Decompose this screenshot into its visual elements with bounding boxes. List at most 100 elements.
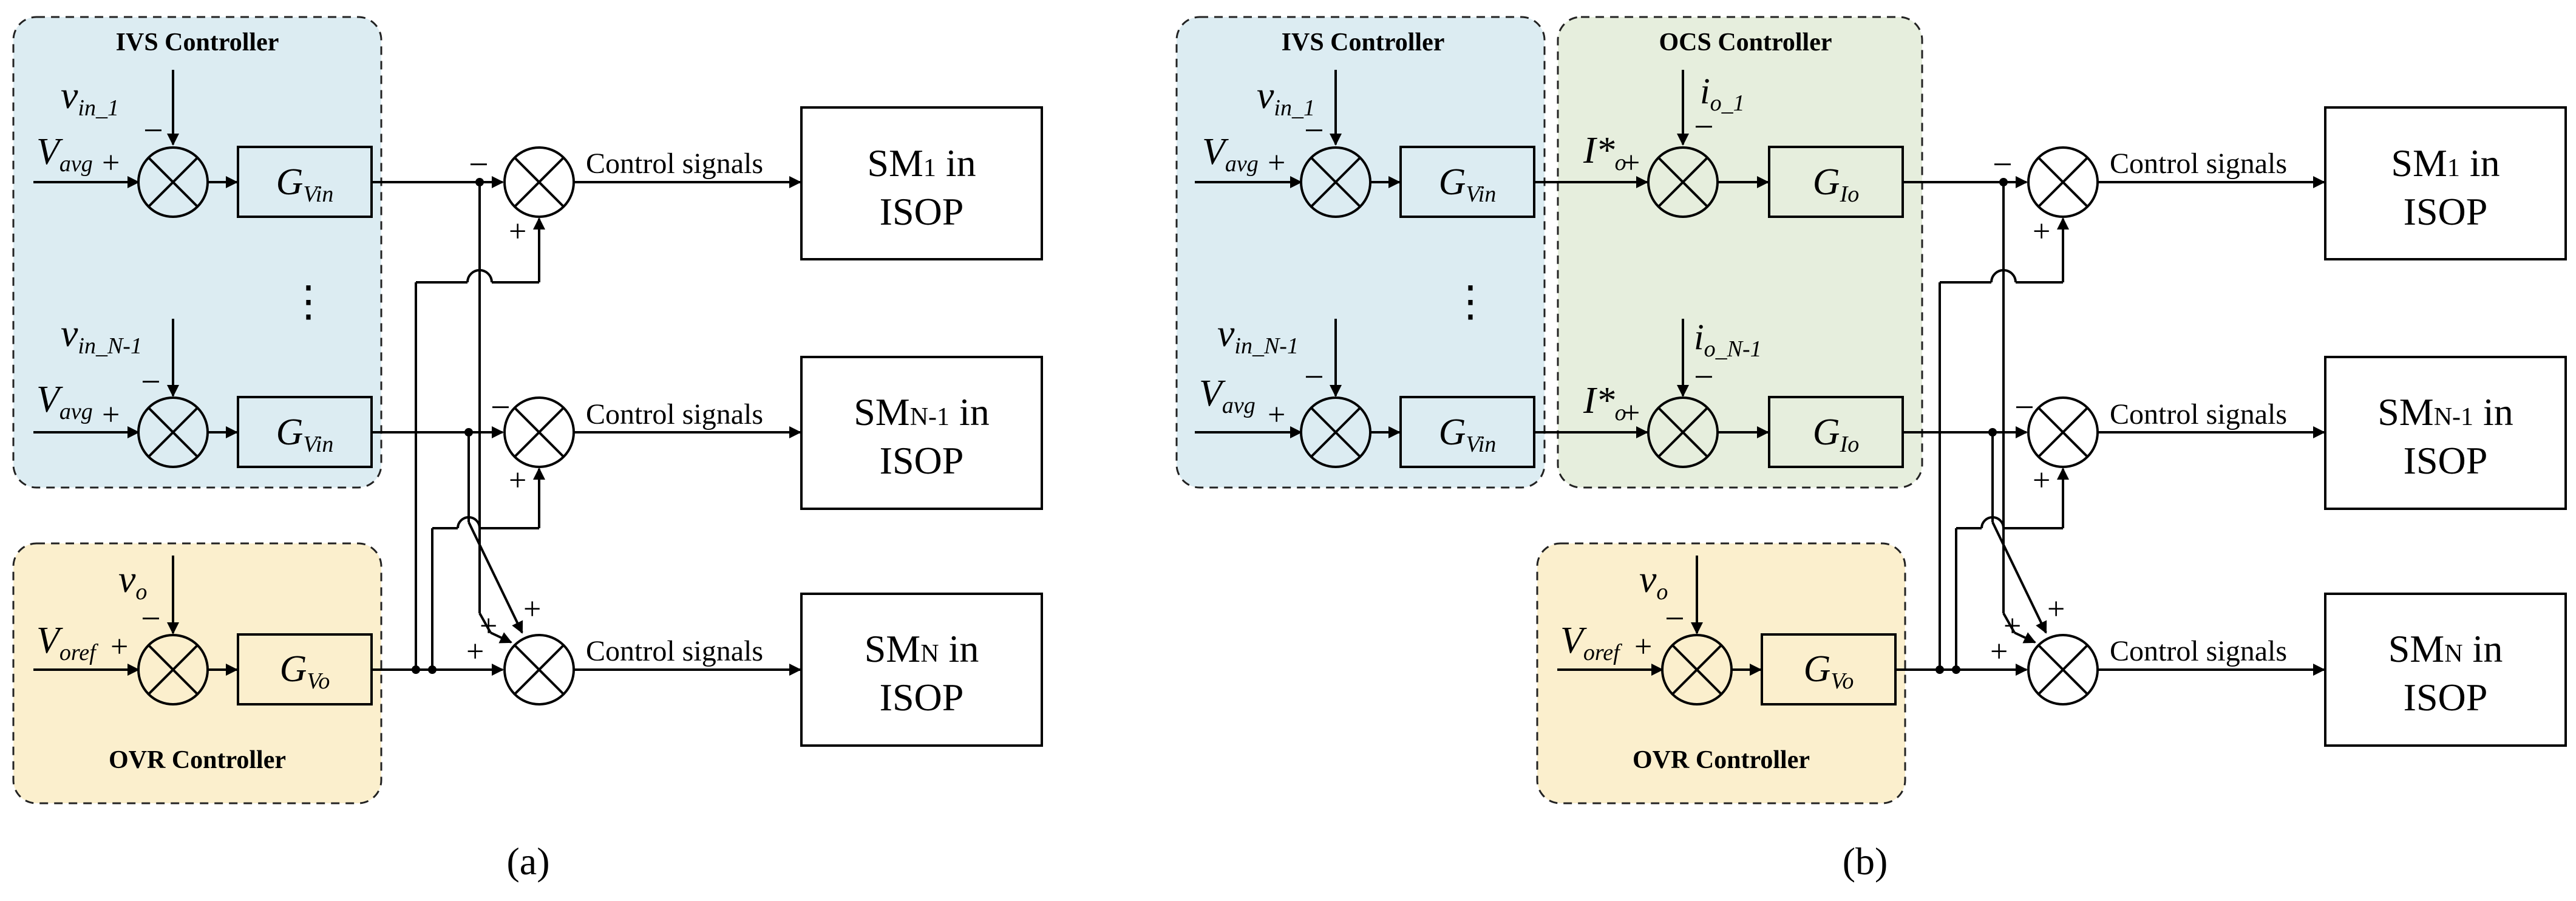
sm-1-label-b: SM1 in [2391, 141, 2500, 185]
minus-sign: − [1304, 110, 1324, 150]
isop-label: ISOP [880, 190, 964, 233]
sm-n1-label-a: SMN-1 in [854, 390, 990, 433]
vin-1-label-b: vin_1 [1257, 73, 1315, 121]
sm-n1-block-b [2324, 356, 2567, 510]
ocs-controller-title-b: OCS Controller [1659, 29, 1832, 56]
minus-sign: − [469, 144, 489, 184]
plus-sign: + [509, 463, 526, 498]
plus-sign: + [110, 630, 128, 664]
ovr-controller-title-a: OVR Controller [109, 746, 286, 774]
isop-label: ISOP [2404, 676, 2488, 719]
isop-label: ISOP [2404, 190, 2488, 233]
ivs-controller-region-a [12, 16, 382, 489]
minus-sign: − [1665, 599, 1685, 638]
minus-sign: − [1993, 144, 2013, 184]
control-signals-label: Control signals [586, 148, 763, 180]
plus-sign: + [2047, 592, 2065, 627]
sm-n-block-a [800, 593, 1043, 747]
isop-label: ISOP [880, 439, 964, 482]
minus-sign: − [1694, 107, 1714, 146]
sm-1-label-a: SM1 in [867, 141, 976, 185]
plus-sign: + [2003, 609, 2021, 644]
sm-n1-label-b: SMN-1 in [2377, 390, 2513, 433]
gvo-label-a: GVo [280, 648, 330, 694]
summing-junction [137, 634, 209, 706]
summing-junction [503, 396, 575, 468]
plus-sign: + [1622, 396, 1640, 430]
control-signals-label: Control signals [586, 635, 763, 667]
vin-n1-label-a: vin_N-1 [61, 311, 142, 359]
ellipsis-dots: ⋮ [1449, 279, 1492, 325]
caption-a: (a) [506, 840, 549, 883]
vavg-label-a-1: Vavg [36, 131, 93, 177]
plus-sign: + [2033, 463, 2050, 498]
gio-label-b-2: GIo [1813, 412, 1859, 457]
summing-junction [2027, 634, 2099, 706]
sm-1-block-b [2324, 106, 2567, 260]
summing-junction [503, 146, 575, 218]
isop-label: ISOP [2404, 439, 2488, 482]
plus-sign: + [480, 609, 497, 644]
summing-junction [137, 396, 209, 468]
io-n1-label-b: io_N-1 [1694, 317, 1762, 362]
ovr-controller-region-b [1536, 542, 1906, 804]
gio-label-b-1: GIo [1813, 162, 1859, 207]
vavg-label-a-2: Vavg [36, 379, 93, 424]
control-signals-label: Control signals [586, 398, 763, 430]
voref-label-a: Voref [36, 620, 98, 665]
minus-sign: − [141, 362, 161, 401]
ovr-controller-region-a [12, 542, 382, 804]
iref-label-b-1: I*o [1583, 130, 1626, 175]
panel-a: IVS Controller OVR Controller vin_1 − Va… [12, 16, 1043, 883]
sm-n1-block-a [800, 356, 1043, 510]
plus-sign: + [2033, 214, 2050, 249]
ivs-controller-title-b: IVS Controller [1282, 29, 1445, 56]
plus-sign: + [466, 634, 484, 669]
ivs-controller-title-a: IVS Controller [116, 29, 279, 56]
plus-sign: + [1268, 398, 1285, 432]
gvin-label-a-1: GVin [276, 162, 334, 207]
plus-sign: + [1634, 630, 1652, 664]
isop-label: ISOP [880, 676, 964, 719]
gvo-label-b: GVo [1804, 648, 1854, 694]
summing-junction [503, 634, 575, 706]
panel-b: IVS Controller OCS Controller OVR Contro… [1175, 16, 2567, 883]
minus-sign: − [1304, 357, 1324, 396]
summing-junction [2027, 396, 2099, 468]
control-signals-label: Control signals [2110, 148, 2287, 180]
vo-label-b: vo [1639, 557, 1668, 605]
ellipsis-dots: ⋮ [287, 279, 330, 325]
sm-n-label-b: SMN in [2388, 627, 2503, 670]
control-signals-label: Control signals [2110, 398, 2287, 430]
minus-sign: − [141, 599, 161, 638]
vavg-label-b-1: Vavg [1202, 131, 1259, 177]
sm-n-block-b [2324, 593, 2567, 747]
io-1-label-b: io_1 [1700, 71, 1745, 116]
ivs-controller-region-b [1175, 16, 1546, 489]
plus-sign: + [509, 214, 526, 249]
minus-sign: − [1694, 357, 1714, 396]
plus-sign: + [1622, 146, 1640, 180]
vin-n1-label-b: vin_N-1 [1217, 311, 1299, 359]
ocs-controller-region-b [1557, 16, 1923, 489]
plus-sign: + [523, 592, 541, 627]
caption-b: (b) [1843, 840, 1888, 883]
plus-sign: + [1268, 146, 1285, 180]
sm-1-block-a [800, 106, 1043, 260]
sm-n-label-a: SMN in [865, 627, 979, 670]
voref-label-b: Voref [1560, 620, 1622, 665]
control-signals-label: Control signals [2110, 635, 2287, 667]
plus-sign: + [102, 146, 120, 180]
plus-sign: + [1990, 634, 2008, 669]
gvin-label-a-2: GVin [276, 412, 334, 457]
vin-1-label-a: vin_1 [61, 73, 119, 121]
ovr-controller-title-b: OVR Controller [1633, 746, 1810, 774]
plus-sign: + [102, 398, 120, 432]
minus-sign: − [143, 110, 163, 150]
iref-label-b-2: I*o [1583, 380, 1626, 426]
gvin-label-b-2: GVin [1439, 412, 1497, 457]
vavg-label-b-2: Vavg [1199, 373, 1256, 418]
gvin-label-b-1: GVin [1439, 162, 1497, 207]
summing-junction [2027, 146, 2099, 218]
